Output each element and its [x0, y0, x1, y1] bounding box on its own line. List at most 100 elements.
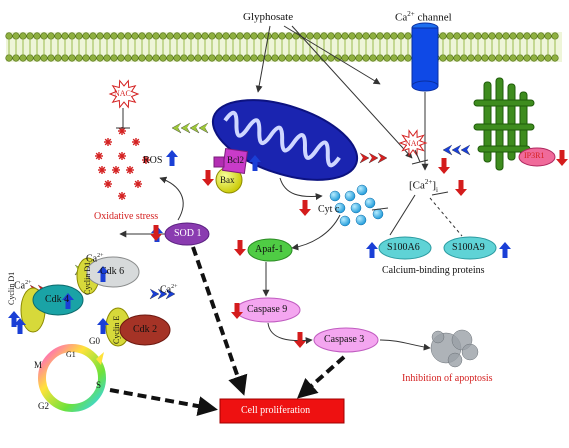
ros-particle [112, 166, 120, 174]
ros-cluster [95, 127, 150, 200]
nac-inhibits-ros [116, 108, 130, 129]
caspase3-label: Caspase 3 [324, 334, 365, 345]
cytc-label: Cyt c [318, 204, 340, 215]
apaf1-node [247, 238, 293, 262]
g2-label: G2 [38, 401, 49, 411]
down-arrow-icon [556, 150, 568, 166]
ca-channel-label-ca: Ca [395, 11, 408, 24]
green-chevron [180, 122, 191, 134]
nac-label-left: NAC [114, 89, 131, 98]
ros-particle [118, 152, 126, 160]
protein-inhibition-lines [371, 191, 463, 237]
cytc-to-apaf-arrow [291, 214, 341, 251]
s100a6-node [378, 236, 432, 260]
bax-label: Bax [220, 175, 235, 185]
ca-channel-label: Ca2+ channel [395, 11, 452, 24]
green-chevron [171, 122, 182, 134]
ca-right-label: Ca2+ [160, 284, 178, 295]
up-arrow-icon [366, 242, 378, 258]
mito-to-cytc-arrow [279, 177, 323, 201]
nac-label-right: NAC [405, 139, 422, 148]
ca-right-label-ca: Ca [160, 284, 172, 296]
nac-burst-right [398, 129, 428, 157]
ca-left-label-sup: 2+ [25, 280, 32, 286]
apoptotic-body [461, 343, 479, 361]
calcium-ions [329, 184, 384, 227]
red-chevron [368, 152, 379, 164]
s-label: S [96, 380, 102, 390]
ip3r1-node [518, 147, 556, 167]
green-chevron [189, 122, 200, 134]
ros-particle [118, 192, 126, 200]
cell-proliferation-box [219, 398, 345, 424]
ca-input-chevrons-red [359, 152, 388, 164]
apoptotic-body [447, 352, 463, 368]
ros-particle [95, 152, 103, 160]
casp3-to-apoptosis-arrow [379, 339, 431, 351]
calcium-ion [350, 202, 362, 214]
up-arrow-icon [166, 150, 178, 166]
inhibition-apoptosis-label: Inhibition of apoptosis [402, 373, 493, 384]
ros-particle [132, 138, 140, 146]
glyphosate-label: Glyphosate [243, 11, 294, 23]
casp9-to-casp3-arrow [267, 322, 313, 345]
m-label: M [34, 360, 43, 370]
bcl2-label: Bcl2 [227, 155, 244, 165]
mitochondria [211, 99, 359, 181]
ros-particle [142, 156, 150, 164]
ca-left-label-ca: Ca [14, 280, 26, 292]
calcium-ion [372, 208, 384, 220]
calcium-channel [411, 22, 439, 92]
s100a9-label: S100A9 [452, 242, 485, 253]
apaf1-label: Apaf-1 [255, 244, 284, 255]
ca-channel-label-sup: 2+ [407, 10, 415, 18]
cell-cycle-ring [38, 344, 106, 412]
blue-chevron [157, 288, 168, 300]
sod1-node [164, 222, 210, 246]
down-arrow-icon [150, 225, 162, 241]
cyclin-d1-label-a: Cyclin D1 [7, 271, 16, 305]
ros-label: ROS [143, 155, 163, 166]
ros-particle [134, 180, 142, 188]
ca-left-label: Ca2+ [14, 280, 32, 291]
oxidative-stress-label: Oxidative stress [94, 211, 159, 222]
calcium-ion [329, 190, 341, 202]
sod-to-ros-arrow [159, 176, 184, 221]
down-arrow-icon [438, 158, 450, 174]
g1-label: G1 [66, 350, 76, 359]
ca-i-label-open: [Ca [409, 179, 425, 192]
cell-membrane [5, 32, 562, 62]
ip3r1-label: IP3R1 [524, 151, 545, 160]
ca-right-label-sup: 2+ [171, 284, 178, 290]
ca-i-label-close: ] [432, 179, 437, 192]
blue-chevron [451, 144, 462, 156]
ros-particle [126, 166, 134, 174]
glyphosate-arrows [255, 25, 413, 159]
g0-label: G0 [89, 336, 100, 346]
down-arrow-icon [202, 170, 214, 186]
cyclin-d1-label-b: Cyclin D1 [83, 261, 92, 295]
up-arrow-icon [499, 242, 511, 258]
up-arrow-icon [62, 293, 74, 309]
up-arrow-icon [14, 318, 26, 334]
cyclin-e-label: Cyclin E [112, 315, 121, 344]
calcium-ion [334, 202, 346, 214]
down-arrow-icon [234, 240, 246, 256]
down-arrow-icon [294, 332, 306, 348]
calcium-ion [364, 197, 376, 209]
cdk4-label: Cdk 4 [45, 294, 70, 305]
ros-particle [98, 166, 106, 174]
down-arrow-icon [455, 180, 467, 196]
up-arrow-icon [249, 155, 261, 171]
cell-proliferation-label: Cell proliferation [241, 405, 311, 416]
nac-inhibits-ca [411, 149, 429, 165]
s100a6-label: S100A6 [387, 242, 420, 253]
cdk2-label: Cdk 2 [133, 324, 158, 335]
ca-channel-label-suffix: channel [414, 11, 452, 24]
ca-i-label: [Ca2+]i [409, 179, 438, 194]
blue-chevron [460, 144, 471, 156]
down-arrow-icon [231, 303, 243, 319]
nac-burst-left [108, 79, 140, 109]
apoptotic-body [431, 330, 445, 344]
